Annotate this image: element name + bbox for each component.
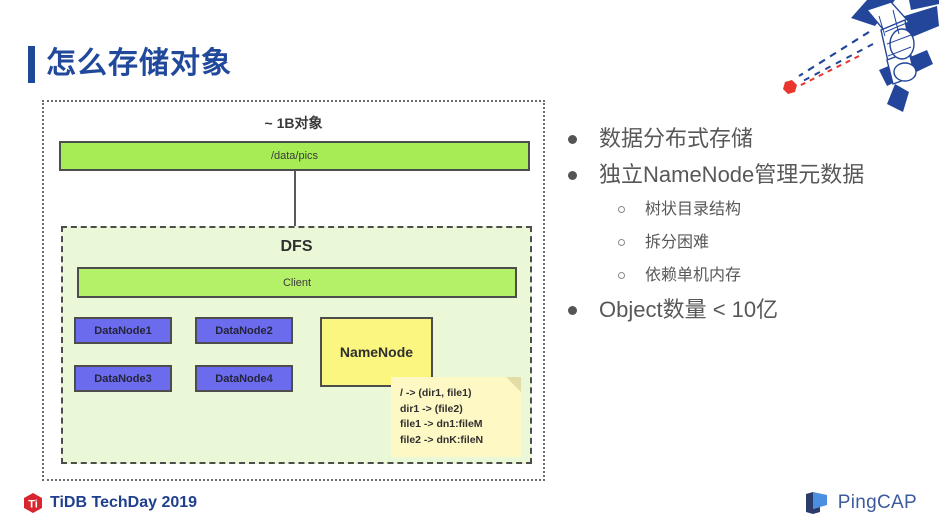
bullet-item-1: 数据分布式存储 [568, 124, 928, 154]
bullet-label-2: 独立NameNode管理元数据 [599, 162, 865, 187]
callout-line-3: file1 -> dn1:fileM [400, 418, 483, 430]
satellite-icon [759, 0, 939, 112]
bullet-label-4: 拆分困难 [645, 234, 710, 251]
datanode-label-3: DataNode3 [94, 372, 152, 385]
bullet-item-2: 独立NameNode管理元数据 [568, 160, 928, 190]
datanode-label-2: DataNode2 [215, 324, 273, 337]
bullet-marker-hollow-icon [618, 206, 625, 213]
client-label: Client [282, 276, 312, 289]
root-path-box: /data/pics [59, 141, 530, 171]
bullet-label-6: Object数量 < 10亿 [599, 297, 779, 322]
storage-diagram: ~ 1B对象 /data/pics DFS Client DataNode1 D… [42, 100, 545, 481]
bullet-subitem-2: 拆分困难 [618, 229, 928, 256]
root-path-label: /data/pics [270, 150, 319, 162]
svg-text:Ti: Ti [28, 499, 38, 511]
datanode-label-4: DataNode4 [215, 372, 273, 385]
dfs-title-label: DFS [280, 238, 313, 255]
bullet-label-1: 数据分布式存储 [599, 126, 754, 151]
callout-line-4: file2 -> dnK:fileN [400, 433, 484, 446]
bullet-marker-hollow-icon [618, 239, 625, 246]
dfs-container: DFS Client DataNode1 DataNode2 DataNode3… [61, 226, 532, 464]
bullet-marker-filled-icon [568, 306, 577, 315]
tidb-hexagon-icon: Ti [22, 492, 44, 514]
namenode-label: NameNode [339, 344, 414, 360]
footer-left-branding: Ti TiDB TechDay 2019 [22, 492, 197, 514]
bullet-marker-filled-icon [568, 171, 577, 180]
namenode-box: NameNode [320, 317, 433, 387]
page-title: 怎么存储对象 [46, 47, 232, 80]
bullet-label-5: 依赖单机内存 [645, 267, 742, 284]
title-accent-bar [28, 46, 35, 83]
client-box: Client [77, 267, 517, 298]
bullet-subitem-3: 依赖单机内存 [618, 262, 928, 289]
callout-line-2: dir1 -> (file2) [400, 402, 463, 415]
bullet-marker-hollow-icon [618, 272, 625, 279]
footer-right-label: PingCAP [837, 492, 917, 513]
bullet-marker-filled-icon [568, 135, 577, 144]
footer-right-branding: PingCAP [804, 490, 917, 516]
callout-fold-corner [506, 377, 521, 392]
footer-left-label: TiDB TechDay 2019 [50, 494, 198, 511]
datanode-box-1: DataNode1 [74, 317, 172, 344]
bullet-subitem-1: 树状目录结构 [618, 196, 928, 223]
bullet-item-3: Object数量 < 10亿 [568, 295, 928, 325]
datanode-box-3: DataNode3 [74, 365, 172, 392]
connector-line [294, 171, 296, 227]
bullet-label-3: 树状目录结构 [645, 201, 742, 218]
datanode-box-2: DataNode2 [195, 317, 293, 344]
bullet-list: 数据分布式存储 独立NameNode管理元数据 树状目录结构 拆分困难 依赖单机… [568, 124, 928, 331]
pingcap-mark-icon [804, 490, 830, 516]
callout-line-1: / -> (dir1, file1) [400, 387, 472, 399]
datanode-box-4: DataNode4 [195, 365, 293, 392]
namenode-metadata-callout: / -> (dir1, file1) dir1 -> (file2) file1… [391, 377, 521, 457]
datanode-label-1: DataNode1 [94, 324, 152, 337]
diagram-header-label: ~ 1B对象 [264, 115, 323, 131]
